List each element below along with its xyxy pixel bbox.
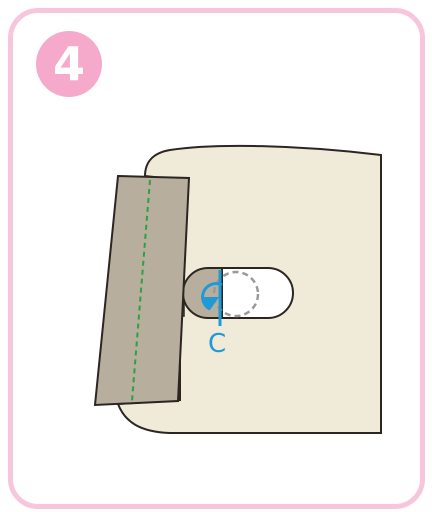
slot-opening [209,267,294,319]
rotate-arrowhead [201,297,219,310]
fold-label-c: C [208,329,226,359]
fold-guide-circle [212,270,260,318]
stitch-line [131,179,151,402]
rotate-arrow-icon [201,282,223,311]
step-number: 4 [52,37,85,91]
step-badge: 4 [36,31,102,97]
